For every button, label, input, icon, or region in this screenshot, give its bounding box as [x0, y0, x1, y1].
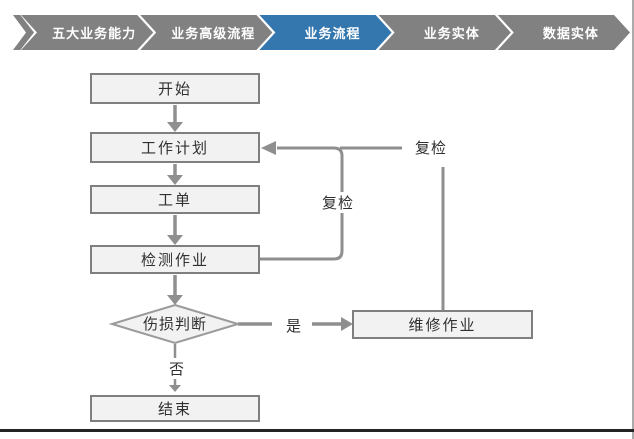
node-repair-job: 维修作业	[352, 310, 533, 339]
edge-label-yes: 是	[285, 318, 302, 335]
frame-right-edge	[632, 0, 634, 439]
node-inspection-job: 检测作业	[90, 245, 260, 274]
node-work-order: 工单	[90, 185, 260, 214]
step-tab-high-level-process[interactable]: 业务高级流程	[140, 15, 272, 50]
step-tab-business-process[interactable]: 业务流程	[259, 15, 391, 50]
step-tab-five-capabilities[interactable]: 五大业务能力	[21, 15, 153, 50]
process-step-bar: 五大业务能力 业务高级流程 业务流程 业务实体 数据实体	[13, 15, 630, 50]
node-damage-decision-label: 伤损判断	[142, 316, 207, 333]
frame-bottom-edge	[0, 429, 634, 432]
node-start: 开始	[90, 73, 260, 104]
step-tab-business-entity[interactable]: 业务实体	[379, 15, 511, 50]
node-work-plan: 工作计划	[90, 132, 260, 163]
edge-label-recheck-outer: 复检	[409, 137, 453, 158]
edge-label-no: 否	[163, 358, 191, 379]
step-tab-data-entity[interactable]: 数据实体	[498, 15, 630, 50]
edge-label-recheck-inner: 复检	[316, 192, 360, 213]
node-end: 结束	[90, 395, 260, 422]
